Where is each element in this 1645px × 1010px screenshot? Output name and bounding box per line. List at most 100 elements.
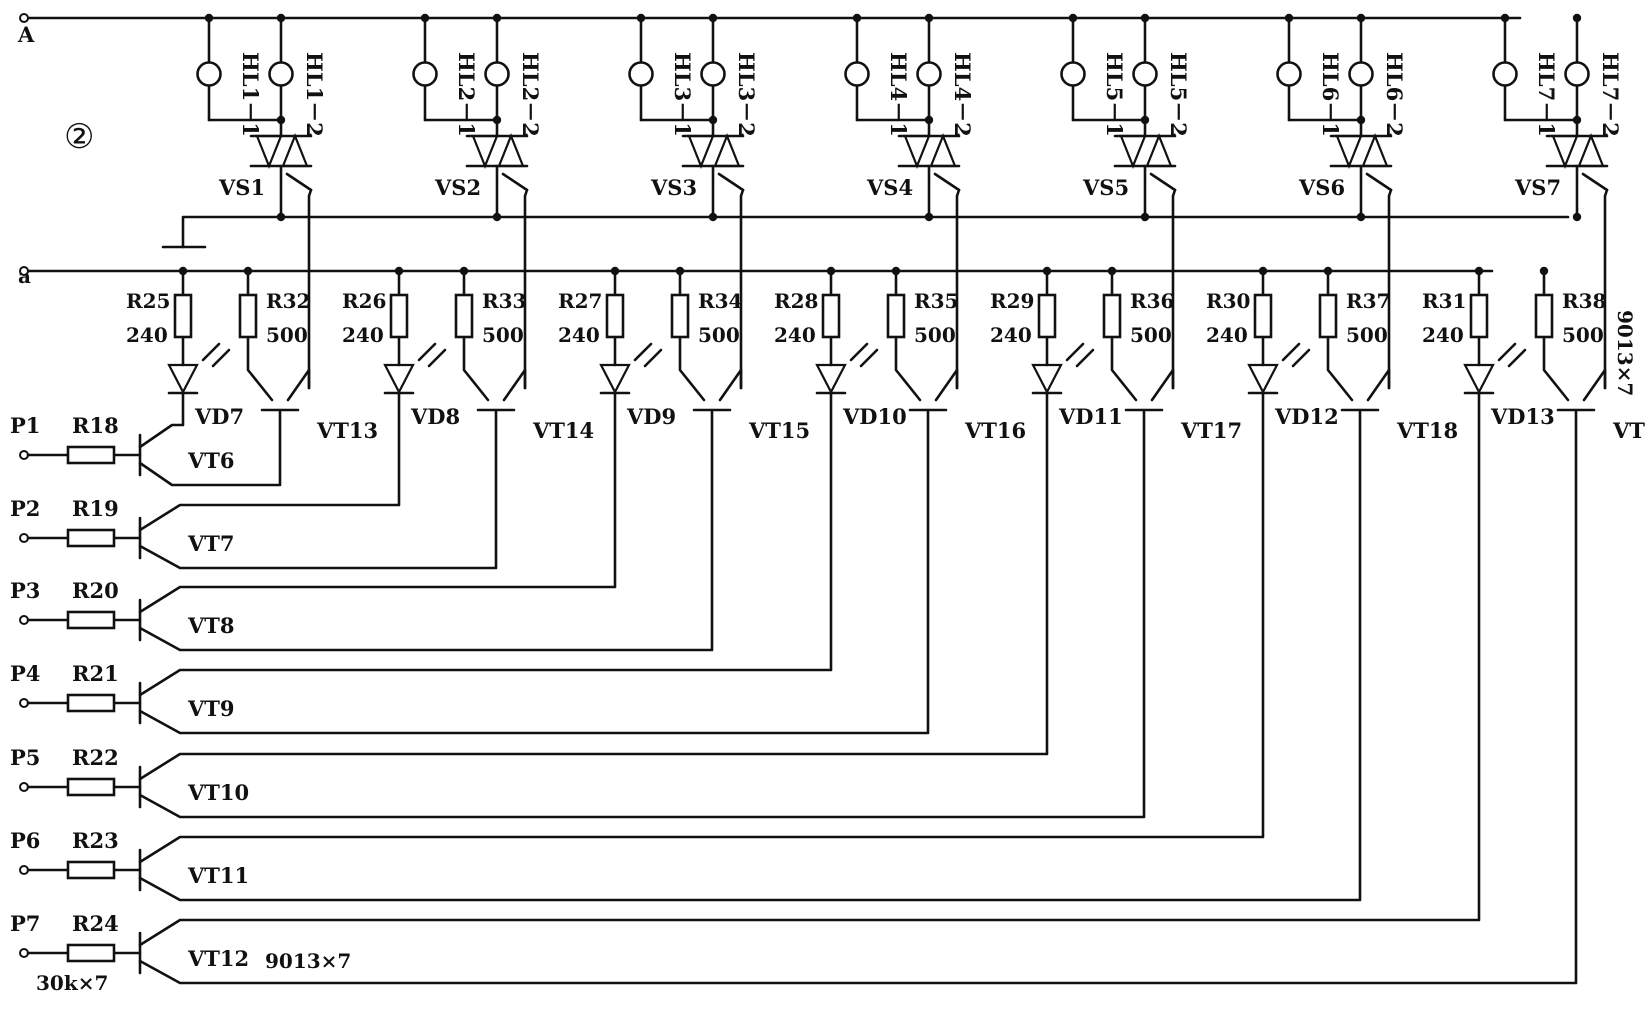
terminal-label-A: A (17, 22, 35, 47)
ch7-led-label: VD13 (1490, 404, 1555, 429)
ch5-lamp-b-label: HL5－2 (1166, 52, 1191, 137)
ch2-input-label: P2 (10, 496, 40, 521)
ch3-gate-drive (739, 188, 745, 390)
ch7-driver-label: VT12 (187, 946, 249, 971)
ch5-led-res-value: 240 (990, 323, 1032, 347)
ch3-coll-res-label: R34 (698, 289, 743, 313)
ch4-input-label: P4 (10, 661, 40, 686)
ch2-driver-collector (138, 391, 401, 532)
ch2-gate-drive (523, 188, 529, 390)
ch2-output-collector (462, 335, 490, 402)
ch7-triac-diode (1577, 133, 1605, 168)
ch5-led-ray (1065, 342, 1085, 362)
ch5-led-ray (1075, 348, 1095, 368)
ch6-lamp-a (1276, 61, 1302, 87)
ch1-gate-drive (307, 188, 313, 390)
ch5-input-label: P5 (10, 745, 40, 770)
ch5-coll-resistor (1102, 293, 1122, 339)
ch1-common-junction (276, 212, 286, 222)
ch2-led-res-value: 240 (342, 323, 384, 347)
output-transistor-note: 9013×7 (1613, 310, 1637, 396)
ch3-output-collector (678, 335, 706, 402)
ch5-input-res-label: R22 (72, 745, 119, 770)
ch2-input-res-label: R19 (72, 496, 119, 521)
ch3-lamp-b-label: HL3－2 (734, 52, 759, 137)
terminal-a (19, 266, 29, 276)
ch5-lamp-a-label: HL5－1 (1102, 52, 1127, 137)
ch4-input-resistor (66, 693, 116, 713)
ch2-lamp-b (484, 61, 510, 87)
ch7-coll-res-value: 500 (1562, 323, 1604, 347)
ch3-led-res-value: 240 (558, 323, 600, 347)
ch3-triac-diode (687, 134, 715, 169)
ch4-led-resistor (821, 293, 841, 339)
ch1-led (167, 363, 199, 395)
ch7-input-resistor (66, 943, 116, 963)
ch7-led-res-label: R31 (1422, 289, 1466, 313)
wiring (19, 13, 1609, 985)
ch2-lamp-a (412, 61, 438, 87)
ch6-led (1247, 363, 1279, 395)
ch6-lamp-b (1348, 61, 1374, 87)
ch2-coll-resistor (454, 293, 474, 339)
ch5-output-collector (1110, 335, 1138, 402)
ch4-triac-gate (933, 172, 961, 192)
ch7-led-resistor (1469, 293, 1489, 339)
ch7-coll-resistor (1534, 293, 1554, 339)
ch5-output-emitter (1150, 368, 1175, 402)
ch5-triac-gate (1149, 172, 1177, 192)
ch1-triac-label: VS1 (218, 175, 265, 200)
ch1-lamp-b-label: HL1－2 (302, 52, 327, 137)
ch6-triac-diode (1361, 133, 1389, 168)
ch3-input-res-label: R20 (72, 578, 119, 603)
ch7-input-res-label: R24 (72, 911, 119, 936)
ch3-driver-collector (138, 391, 617, 614)
ch4-output-emitter (934, 368, 959, 402)
ch6-lamp-a-label: HL6－1 (1318, 52, 1343, 137)
ch3-led-resistor (605, 293, 625, 339)
ch4-led-ray (849, 342, 869, 362)
ch7-gate-drive (1603, 188, 1609, 390)
ch6-common-junction (1356, 212, 1366, 222)
ch6-coll-res-label: R37 (1346, 289, 1390, 313)
ch1-triac-diode (255, 134, 283, 169)
ch1-led-res-label: R25 (126, 289, 170, 313)
ch1-input-label: P1 (10, 413, 40, 438)
ch1-output-emitter (286, 368, 311, 402)
ch3-coll-resistor (670, 293, 690, 339)
ch3-driver-emitter (138, 408, 714, 652)
ch6-output-label: VT18 (1396, 418, 1458, 443)
ch4-lamp-b-label: HL4－2 (950, 52, 975, 137)
ch3-triac-gate (717, 172, 745, 192)
ch4-coll-res-label: R35 (914, 289, 958, 313)
ch7-driver-emitter (138, 408, 1578, 985)
ch2-led-ray (417, 342, 437, 362)
ch7-lamp-a (1492, 61, 1518, 87)
ch6-input-label: P6 (10, 828, 40, 853)
ch4-led-res-value: 240 (774, 323, 816, 347)
ch5-lamp-a (1060, 61, 1086, 87)
common-rail (181, 215, 1570, 249)
ch1-led-res-value: 240 (126, 323, 168, 347)
ch7-lamp-a-label: HL7－1 (1534, 52, 1559, 137)
ch6-led-label: VD12 (1274, 404, 1339, 429)
ch4-lamp-a (844, 61, 870, 87)
ch3-triac-diode (713, 133, 741, 168)
ch1-triac-diode (281, 133, 309, 168)
ch7-led (1463, 363, 1495, 395)
ch7-triac-gate (1581, 172, 1609, 192)
ch5-led (1031, 363, 1063, 395)
ch5-lamp-b (1132, 61, 1158, 87)
ch5-coll-res-label: R36 (1130, 289, 1174, 313)
ch5-common-junction (1140, 212, 1150, 222)
ch1-lamp-a (196, 61, 222, 87)
ch3-lamp-a (628, 61, 654, 87)
ch4-triac-diode (903, 134, 931, 169)
ch1-lamp-a-label: HL1－1 (238, 52, 263, 137)
ch4-triac-diode (929, 133, 957, 168)
ch4-driver-label: VT9 (187, 696, 235, 721)
ch6-input-resistor (66, 860, 116, 880)
ch3-led (599, 363, 631, 395)
ch3-input-resistor (66, 610, 116, 630)
